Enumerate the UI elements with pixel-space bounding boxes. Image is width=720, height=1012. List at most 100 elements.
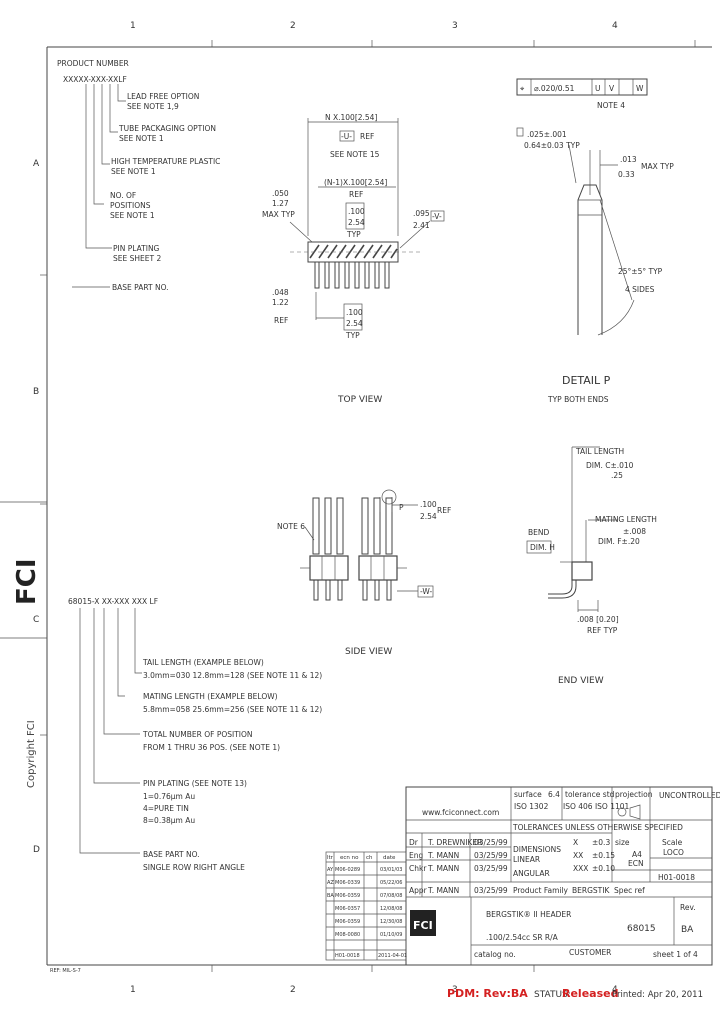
ev-mating-length: MATING LENGTH bbox=[595, 515, 657, 524]
tb-size-val: A4 bbox=[632, 850, 642, 859]
tb-date4: 03/25/99 bbox=[474, 886, 508, 895]
rev-hdr-date: date bbox=[383, 855, 396, 861]
zone-top-3: 3 bbox=[452, 21, 458, 31]
tb-title2: .100/2.54cc SR R/A bbox=[486, 933, 559, 942]
rev-row-6-ecn: M08-0080 bbox=[335, 932, 360, 938]
rev-row-5-ecn: M06-0359 bbox=[335, 919, 360, 925]
fcf-datum-u: U bbox=[595, 84, 601, 93]
rev-row-4-ecn: M06-0357 bbox=[335, 906, 360, 912]
tb-fci-logo-icon bbox=[410, 910, 436, 936]
ev-dim-008: .008 [0.20] bbox=[577, 615, 619, 624]
pn-note-lead-free: LEAD FREE OPTION bbox=[127, 92, 199, 101]
end-view: TAIL LENGTH DIM. C±.010 .25 MATING LENGT… bbox=[526, 446, 657, 686]
sv-ref: REF bbox=[437, 506, 451, 515]
rev-row-1-ecn: M06-0289 bbox=[335, 867, 360, 873]
tv-ref2: REF bbox=[349, 190, 363, 199]
tb-rev-label: Rev. bbox=[680, 903, 696, 912]
tv-typ-a: TYP bbox=[346, 230, 361, 239]
ev-tail-dim2: .25 bbox=[611, 471, 623, 480]
top-view-label: TOP VIEW bbox=[337, 395, 382, 405]
tb-product-family: Product Family bbox=[513, 886, 569, 895]
pn-note-plating: PIN PLATING bbox=[113, 244, 160, 253]
detail-dim-013: .013 bbox=[620, 155, 637, 164]
tb-part: 68015 bbox=[627, 924, 656, 934]
tb-scale: Scale bbox=[662, 838, 683, 847]
tb-title1: BERGSTIK® II HEADER bbox=[486, 910, 571, 919]
pc-positions: TOTAL NUMBER OF POSITION bbox=[142, 730, 253, 739]
tv-dim-095: .095 bbox=[413, 209, 430, 218]
tb-rev: BA bbox=[681, 925, 694, 935]
tb-dr-name: T. DREWNIKER bbox=[427, 838, 482, 847]
rev-row-1-ltr: AY bbox=[327, 867, 334, 873]
pc-single-row: SINGLE ROW RIGHT ANGLE bbox=[143, 863, 245, 872]
tb-projection: projection bbox=[615, 790, 653, 799]
fcf-position-icon: ⌖ bbox=[520, 84, 525, 93]
ev-mating-dim1: ±.008 bbox=[623, 527, 646, 536]
tb-ecn-val: H01-0018 bbox=[658, 873, 695, 882]
part-code: 68015-X XX-XXX XXX LF bbox=[68, 597, 158, 606]
pc-mating-length: MATING LENGTH (EXAMPLE BELOW) bbox=[143, 692, 278, 701]
rev-row-2-ecn: M06-0339 bbox=[335, 880, 360, 886]
revision-block: ltr ecn no ch date AY M06-0289 03/01/03 … bbox=[325, 851, 407, 961]
product-number-code: XXXXX-XXX-XXLF bbox=[63, 75, 127, 84]
pc-mating-example: 5.8mm=058 25.6mm=256 (SEE NOTE 11 & 12) bbox=[143, 705, 322, 714]
sv-dim-100: .100 bbox=[420, 500, 437, 509]
feature-control-frame: ⌖ ⌀.020/0.51 U V W NOTE 4 bbox=[516, 78, 648, 110]
pn-note-positions-2: POSITIONS bbox=[110, 201, 151, 210]
tb-xxx: XXX bbox=[573, 864, 588, 873]
tb-website: www.fciconnect.com bbox=[422, 808, 499, 817]
ev-bend-dim: DIM. H bbox=[530, 543, 555, 552]
tb-eng-name: T. MANN bbox=[427, 851, 459, 860]
pc-plating-1: 1=0.76µm Au bbox=[143, 792, 195, 801]
tb-eng: Eng bbox=[409, 851, 423, 860]
detail-max-typ: MAX TYP bbox=[641, 162, 674, 171]
ev-mating-dim2: DIM. F±.20 bbox=[598, 537, 640, 546]
detail-p: .025±.001 0.64±0.03 TYP .013 0.33 MAX TY… bbox=[516, 127, 674, 404]
pc-plating: PIN PLATING (SEE NOTE 13) bbox=[143, 779, 247, 788]
tb-appr: Appr bbox=[409, 886, 428, 895]
detail-subtitle: TYP BOTH ENDS bbox=[547, 395, 609, 404]
pc-plating-4: 4=PURE TIN bbox=[143, 804, 189, 813]
end-view-label: END VIEW bbox=[558, 676, 604, 686]
pn-note-tube: TUBE PACKAGING OPTION bbox=[118, 124, 216, 133]
tb-linear: LINEAR bbox=[513, 855, 540, 864]
pn-note-positions-ref: SEE NOTE 1 bbox=[110, 211, 155, 220]
top-view: N X.100[2.54] -U- REF SEE NOTE 15 (N-1)X… bbox=[262, 113, 445, 405]
tb-sheet: sheet 1 of 4 bbox=[653, 950, 698, 959]
tb-tolerance: tolerance std bbox=[565, 790, 615, 799]
detail-dim-033: 0.33 bbox=[618, 170, 635, 179]
tv-dim-127: 1.27 bbox=[272, 199, 289, 208]
tb-size: size bbox=[615, 838, 630, 847]
ev-bend: BEND bbox=[528, 528, 549, 537]
ev-tail-dim: DIM. C±.010 bbox=[586, 461, 634, 470]
tb-tol-xx: ±0.15 bbox=[592, 851, 615, 860]
tv-dim-122: 1.22 bbox=[272, 298, 289, 307]
tv-datum-v: -V- bbox=[432, 212, 442, 221]
tb-date1: 03/25/99 bbox=[474, 838, 508, 847]
pn-note-lead-free-ref: SEE NOTE 1,9 bbox=[127, 102, 179, 111]
product-number-title: PRODUCT NUMBER bbox=[57, 59, 129, 68]
tv-max-typ: MAX TYP bbox=[262, 210, 295, 219]
tb-tolerance-iso: ISO 406 ISO 1101 bbox=[563, 802, 630, 811]
rev-row-4-date: 12/08/08 bbox=[380, 906, 402, 912]
sv-datum-w: -W- bbox=[420, 587, 433, 596]
tv-ref3: REF bbox=[274, 316, 288, 325]
tb-app-name: T. MANN bbox=[427, 886, 459, 895]
rev-row-7-ecn: H01-0018 bbox=[335, 953, 360, 959]
fcf-value: ⌀.020/0.51 bbox=[534, 84, 575, 93]
tb-tol-xxx: ±0.10 bbox=[592, 864, 615, 873]
fci-logo: FCI bbox=[12, 558, 42, 605]
zone-left-d: D bbox=[33, 845, 40, 855]
tv-see-note: SEE NOTE 15 bbox=[330, 150, 380, 159]
pn-note-tube-ref: SEE NOTE 1 bbox=[119, 134, 164, 143]
copyright-text: Copyright FCI bbox=[26, 720, 37, 788]
product-number-callout: PRODUCT NUMBER XXXXX-XXX-XXLF LEAD FREE … bbox=[57, 59, 220, 292]
detail-dim-064: 0.64±0.03 TYP bbox=[524, 141, 580, 150]
pc-plating-8: 8=0.38µm Au bbox=[143, 816, 195, 825]
tv-dim-048: .048 bbox=[272, 288, 289, 297]
tb-x: X bbox=[573, 838, 578, 847]
zone-top-1: 1 bbox=[130, 21, 136, 31]
tv-dim-n1: (N-1)X.100[2.54] bbox=[324, 178, 387, 187]
fcf-datum-w: W bbox=[636, 84, 644, 93]
side-brand: FCI Copyright FCI bbox=[0, 501, 47, 788]
